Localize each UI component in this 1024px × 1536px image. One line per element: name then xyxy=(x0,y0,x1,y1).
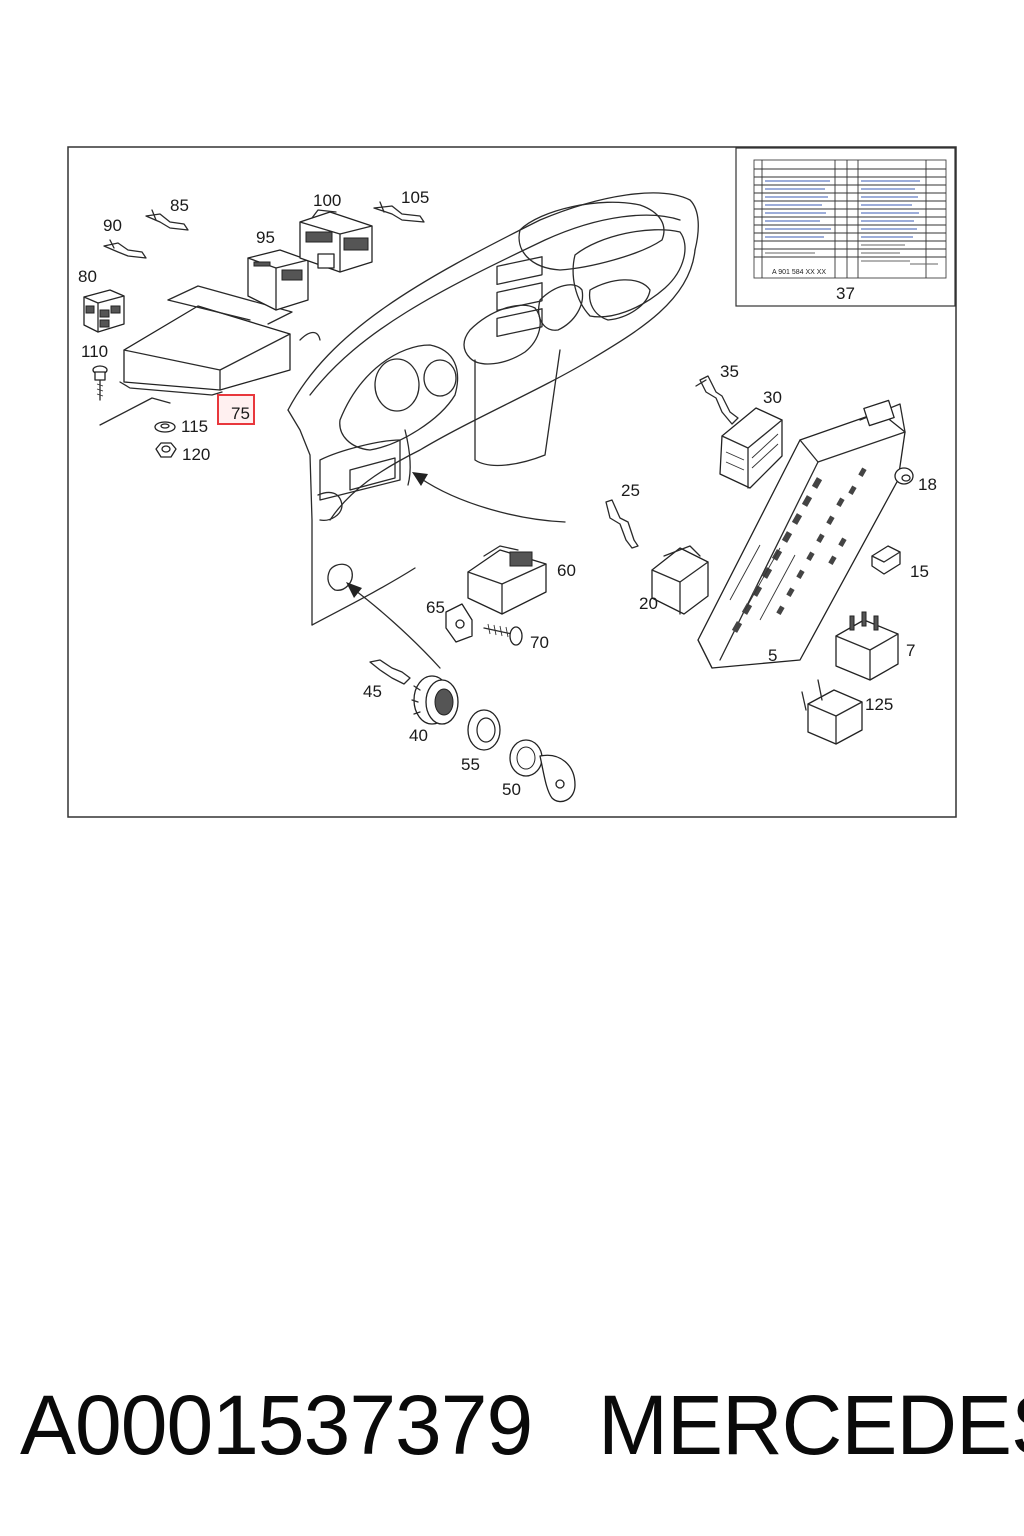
callout-37: 37 xyxy=(836,284,855,303)
terminal-pin-25 xyxy=(605,499,639,549)
terminal-pin-45 xyxy=(369,659,411,685)
callout-40: 40 xyxy=(409,726,428,745)
terminal-pin-85 xyxy=(145,209,189,231)
fuse-box-5 xyxy=(697,399,906,669)
callout-30: 30 xyxy=(763,388,782,407)
callout-70: 70 xyxy=(530,633,549,652)
connector-95 xyxy=(247,249,309,311)
brand-name: MERCEDES xyxy=(598,1378,1024,1472)
label-card-37: A 901 584 XX XX 37 xyxy=(735,147,956,307)
dashboard-illustration xyxy=(287,192,699,626)
label-part-code: A 901 584 XX XX xyxy=(772,269,826,276)
callout-60: 60 xyxy=(557,561,576,580)
clip-18 xyxy=(894,467,914,485)
terminal-pin-105 xyxy=(373,201,425,223)
relay-125 xyxy=(801,679,863,745)
connector-30 xyxy=(719,407,783,489)
highlight-box-75 xyxy=(217,394,255,425)
washer-115 xyxy=(154,421,176,433)
callout-25: 25 xyxy=(621,481,640,500)
callout-120: 120 xyxy=(182,445,210,464)
terminal-pin-35 xyxy=(695,375,739,425)
callout-labels: 5 7 15 18 20 25 30 35 40 45 50 55 60 65 … xyxy=(78,188,937,799)
callout-7: 7 xyxy=(906,641,915,660)
callout-90: 90 xyxy=(103,216,122,235)
assembly-arrows xyxy=(346,472,566,669)
nut-120 xyxy=(155,442,177,458)
connector-100 xyxy=(299,209,373,273)
screw-110 xyxy=(92,365,108,401)
callout-85: 85 xyxy=(170,196,189,215)
cap-50 xyxy=(509,739,576,803)
connector-80 xyxy=(83,289,125,333)
control-module-75 xyxy=(99,285,293,426)
callout-115: 115 xyxy=(181,417,208,436)
relay-15 xyxy=(871,545,901,575)
part-number: A0001537379 xyxy=(20,1378,533,1472)
callout-95: 95 xyxy=(256,228,275,247)
ring-55 xyxy=(467,709,501,751)
callout-50: 50 xyxy=(502,780,521,799)
callout-80: 80 xyxy=(78,267,97,286)
callout-5: 5 xyxy=(768,646,777,665)
callout-105: 105 xyxy=(401,188,429,207)
terminal-pin-90 xyxy=(103,239,147,259)
switch-60 xyxy=(467,545,547,615)
callout-100: 100 xyxy=(313,191,341,210)
callout-35: 35 xyxy=(720,362,739,381)
callout-55: 55 xyxy=(461,755,480,774)
connector-20 xyxy=(651,545,709,615)
relay-7 xyxy=(835,611,899,681)
callout-20: 20 xyxy=(639,594,658,613)
callout-75: 75 xyxy=(231,404,250,423)
callout-110: 110 xyxy=(81,342,108,361)
callout-15: 15 xyxy=(910,562,929,581)
bracket-65 xyxy=(445,603,473,643)
callout-45: 45 xyxy=(363,682,382,701)
callout-65: 65 xyxy=(426,598,445,617)
round-connector-40 xyxy=(411,675,459,725)
callout-125: 125 xyxy=(865,695,893,714)
callout-18: 18 xyxy=(918,475,937,494)
screw-70 xyxy=(483,623,523,646)
